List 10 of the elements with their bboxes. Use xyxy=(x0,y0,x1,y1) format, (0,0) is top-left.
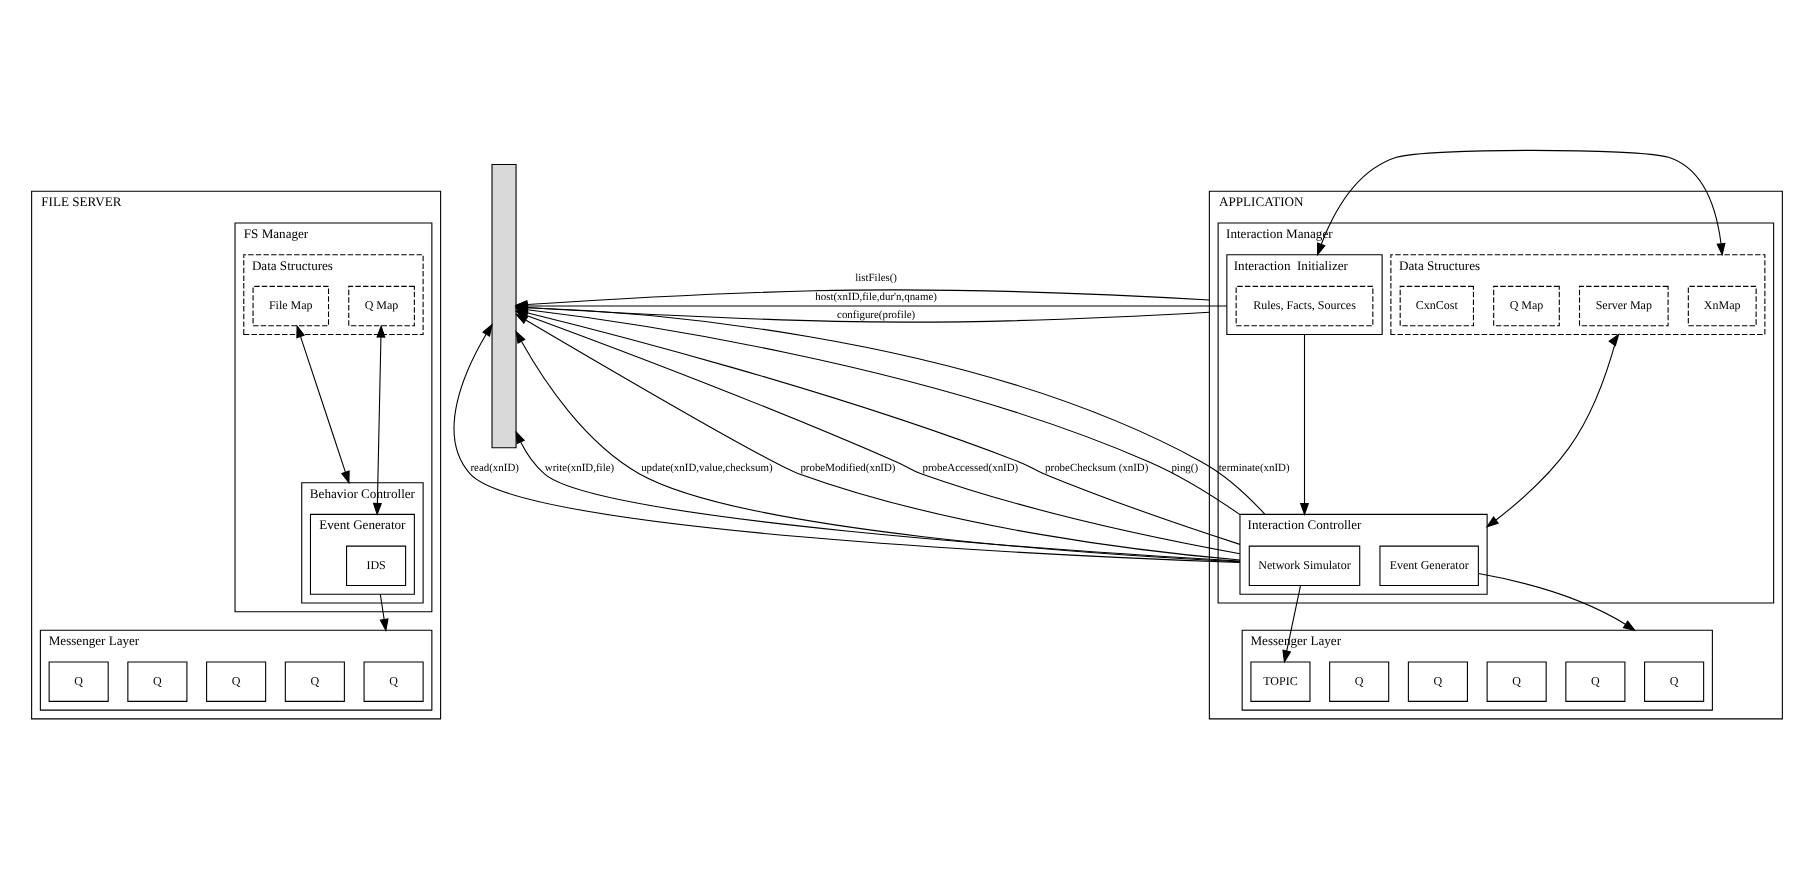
arrow xyxy=(372,324,386,517)
arrow xyxy=(515,430,1241,562)
arrow xyxy=(1316,149,1726,257)
arrow xyxy=(296,324,350,485)
arrow xyxy=(1477,573,1637,632)
arrow xyxy=(1282,585,1302,664)
node-bar xyxy=(491,163,517,449)
arrow xyxy=(1299,333,1310,517)
arrow xyxy=(1485,333,1620,528)
arrow xyxy=(379,593,389,632)
